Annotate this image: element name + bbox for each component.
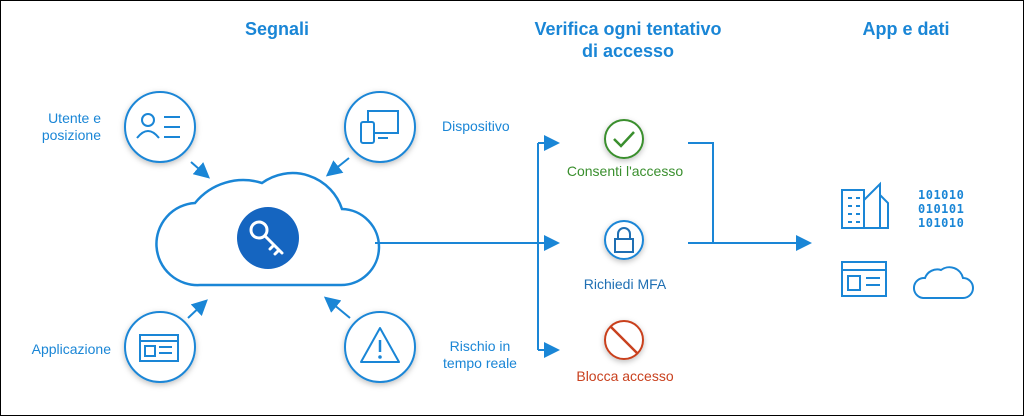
label-user-line2: posizione <box>41 127 101 143</box>
binary-row-3: 101010 <box>918 216 965 230</box>
check-icon <box>604 119 644 159</box>
cloud-icon <box>913 266 974 299</box>
app-window-icon <box>841 261 887 297</box>
label-user: Utente e posizione <box>0 110 101 144</box>
lock-icon <box>604 220 644 260</box>
label-block: Blocca accesso <box>576 368 674 384</box>
user-icon <box>124 91 196 163</box>
label-risk-line2: tempo reale <box>443 355 517 371</box>
building-icon <box>841 181 889 229</box>
device-icon <box>344 91 416 163</box>
label-risk-line1: Rischio in <box>449 338 511 354</box>
key-icon <box>237 207 299 269</box>
binary-row-1: 101010 <box>918 188 965 202</box>
risk-icon <box>344 311 416 383</box>
heading-verify-line2: di accesso <box>581 41 675 61</box>
label-user-line1: Utente e <box>48 110 101 126</box>
block-icon <box>604 320 644 360</box>
label-device: Dispositivo <box>442 118 510 134</box>
heading-verify: Verifica ogni tentativo di accesso <box>510 18 746 62</box>
binary-data-icon: 101010 010101 101010 <box>918 188 964 230</box>
heading-signals: Segnali <box>244 19 310 39</box>
binary-row-2: 010101 <box>918 202 965 216</box>
label-application: Applicazione <box>31 341 111 357</box>
application-icon <box>124 311 196 383</box>
arrow-application <box>187 299 208 319</box>
arrow-user <box>190 161 211 179</box>
label-allow: Consenti l'accesso <box>566 163 684 179</box>
label-risk: Rischio in tempo reale <box>430 338 530 372</box>
heading-verify-line1: Verifica ogni tentativo <box>534 19 722 39</box>
arrow-risk <box>323 296 351 319</box>
label-mfa: Richiedi MFA <box>583 276 667 292</box>
heading-apps: App e dati <box>862 19 950 39</box>
connector-allow-apps <box>688 142 714 243</box>
arrow-device <box>325 157 350 177</box>
